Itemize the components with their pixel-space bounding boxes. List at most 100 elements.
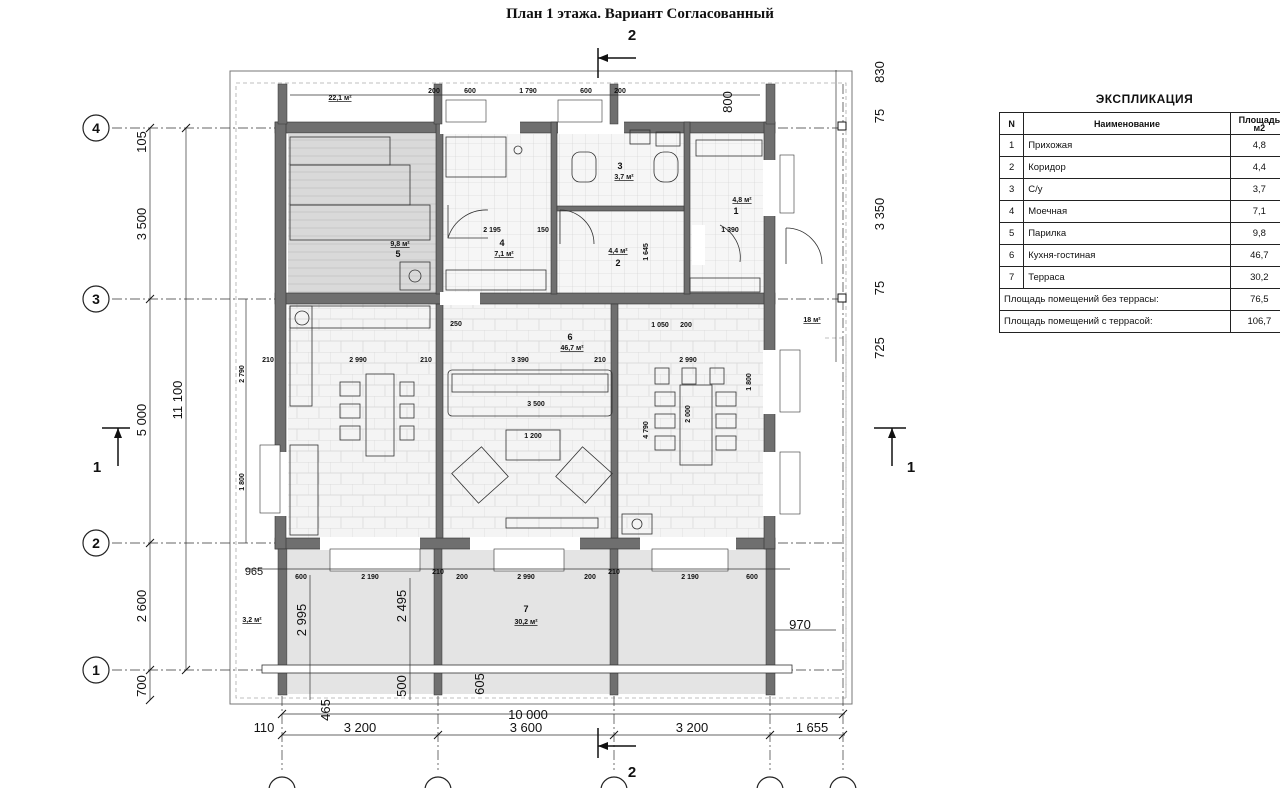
dim-room4-150: 150 bbox=[537, 227, 549, 234]
dim-terrace-2995: 2 995 bbox=[294, 604, 309, 637]
row-name: Коридор bbox=[1023, 156, 1231, 179]
table-row: 1 Прихожая 4,8 bbox=[998, 134, 1280, 157]
room-3-area: 3,7 м² bbox=[614, 174, 634, 181]
room-7-number: 7 bbox=[523, 604, 528, 614]
table-row: 6 Кухня-гостиная 46,7 bbox=[998, 244, 1280, 267]
axis-label-3: 3 bbox=[92, 291, 100, 307]
terrace-beam bbox=[261, 664, 793, 674]
room-1-area: 4,8 м² bbox=[732, 197, 752, 204]
row-n: 2 bbox=[998, 156, 1025, 179]
page-title: План 1 этажа. Вариант Согласованный bbox=[506, 6, 774, 22]
dim-bottom-3600: 3 600 bbox=[510, 720, 543, 735]
room-2-number: 2 bbox=[615, 258, 620, 268]
axis-label-4: 4 bbox=[92, 120, 100, 136]
wall-top bbox=[274, 121, 776, 134]
dim-kitchen-210a: 210 bbox=[262, 357, 274, 364]
table-row: 7 Терраса 30,2 bbox=[998, 266, 1280, 289]
dim-right-800: 800 bbox=[720, 91, 735, 113]
section-label-left: 1 bbox=[93, 459, 101, 476]
total-value: 76,5 bbox=[1229, 288, 1280, 311]
dim-top-200a: 200 bbox=[428, 88, 440, 95]
room-4-number: 4 bbox=[499, 238, 504, 248]
row-name: Моечная bbox=[1023, 200, 1231, 223]
room-7-area: 30,2 м² bbox=[514, 619, 538, 626]
section-label-bottom: 2 bbox=[628, 764, 636, 781]
dim-kitchen-2990a: 2 990 bbox=[349, 357, 367, 364]
dim-terrace-2190b: 2 190 bbox=[681, 574, 699, 581]
dim-room4-2195: 2 195 bbox=[483, 227, 501, 234]
dim-room4-1645: 1 645 bbox=[643, 243, 650, 261]
dim-terrace-200b: 200 bbox=[584, 574, 596, 581]
dim-kitchen-1800b: 1 800 bbox=[746, 373, 753, 391]
washroom-floor bbox=[442, 134, 554, 294]
row-name: Терраса bbox=[1023, 266, 1231, 289]
room-5-number: 5 bbox=[395, 249, 400, 259]
dim-terrace-465: 465 bbox=[318, 699, 333, 721]
axis-label-1: 1 bbox=[92, 662, 100, 678]
dim-terrace-600a: 600 bbox=[295, 574, 307, 581]
row-n: 5 bbox=[998, 222, 1025, 245]
hall-floor bbox=[690, 134, 766, 294]
explication-table: N Наименование Площадь м2 1 Прихожая 4,8… bbox=[998, 112, 1280, 333]
row-name: С/у bbox=[1023, 178, 1231, 201]
dim-terrace-210b: 210 bbox=[608, 569, 620, 576]
wall-sauna bbox=[435, 121, 444, 295]
dim-terrace-970: 970 bbox=[789, 617, 811, 632]
row-name: Кухня-гостиная bbox=[1023, 244, 1231, 267]
header-name: Наименование bbox=[1023, 112, 1231, 135]
axis-bubble-2 bbox=[82, 529, 110, 557]
dim-left-3500: 3 500 bbox=[134, 208, 149, 241]
row-area: 46,7 bbox=[1229, 244, 1280, 267]
room-6-number: 6 bbox=[567, 332, 572, 342]
dim-top-600b: 600 bbox=[580, 88, 592, 95]
row-area: 4,4 bbox=[1229, 156, 1280, 179]
axis-bubble-3 bbox=[82, 285, 110, 313]
dim-terrace-210a: 210 bbox=[432, 569, 444, 576]
dim-left-700: 700 bbox=[134, 675, 149, 697]
dim-terrace-2495: 2 495 bbox=[394, 590, 409, 623]
section-label-right: 1 bbox=[907, 459, 915, 476]
dim-terrace-200a: 200 bbox=[456, 574, 468, 581]
total-row-without-terrace: Площадь помещений без террасы: 76,5 bbox=[999, 288, 1280, 311]
dim-terrace-2990: 2 990 bbox=[517, 574, 535, 581]
kitchen-floor bbox=[288, 304, 766, 538]
outdoor-area-right: 18 м² bbox=[803, 317, 821, 324]
dim-top-200b: 200 bbox=[614, 88, 626, 95]
section-label-top: 2 bbox=[628, 27, 636, 44]
dim-top-1790: 1 790 bbox=[519, 88, 537, 95]
explication-title: ЭКСПЛИКАЦИЯ bbox=[1095, 92, 1194, 106]
dim-left-5000: 5 000 bbox=[134, 404, 149, 437]
dim-kitchen-250: 250 bbox=[450, 321, 462, 328]
dim-bottom-3200a: 3 200 bbox=[344, 720, 377, 735]
dim-terrace-500: 500 bbox=[394, 675, 409, 697]
dim-bottom-overall: 10 000 bbox=[508, 707, 548, 722]
dim-sofa-3500: 3 500 bbox=[527, 401, 545, 408]
row-name: Прихожая bbox=[1023, 134, 1231, 157]
header-area: Площадь м2 bbox=[1229, 112, 1280, 135]
dim-terrace-600b: 600 bbox=[746, 574, 758, 581]
outdoor-area-top-left: 22,1 м² bbox=[328, 95, 352, 102]
sauna-floor bbox=[288, 134, 438, 294]
dim-left-2600: 2 600 bbox=[134, 590, 149, 623]
explication-panel: ЭКСПЛИКАЦИЯ N Наименование Площадь м2 1 … bbox=[998, 92, 1280, 333]
dim-right-830: 830 bbox=[872, 61, 887, 83]
dim-right-75a: 75 bbox=[872, 109, 887, 123]
row-n: 1 bbox=[998, 134, 1025, 157]
table-row: 4 Моечная 7,1 bbox=[998, 200, 1280, 223]
dim-kitchen-4790: 4 790 bbox=[643, 421, 650, 439]
room-6-area: 46,7 м² bbox=[560, 345, 584, 352]
room-4-area: 7,1 м² bbox=[494, 251, 514, 258]
total-label: Площадь помещений без террасы: bbox=[999, 288, 1231, 311]
dim-kitchen-2790: 2 790 bbox=[239, 365, 246, 383]
row-area: 4,8 bbox=[1229, 134, 1280, 157]
row-n: 4 bbox=[998, 200, 1025, 223]
dim-kitchen-210c: 210 bbox=[594, 357, 606, 364]
dim-total-vertical: 11 100 bbox=[170, 381, 185, 420]
room-5-area: 9,8 м² bbox=[390, 241, 410, 248]
dim-right-75b: 75 bbox=[872, 281, 887, 295]
dim-top-600a: 600 bbox=[464, 88, 476, 95]
wall-mid bbox=[274, 292, 776, 305]
row-n: 3 bbox=[998, 178, 1025, 201]
row-area: 7,1 bbox=[1229, 200, 1280, 223]
